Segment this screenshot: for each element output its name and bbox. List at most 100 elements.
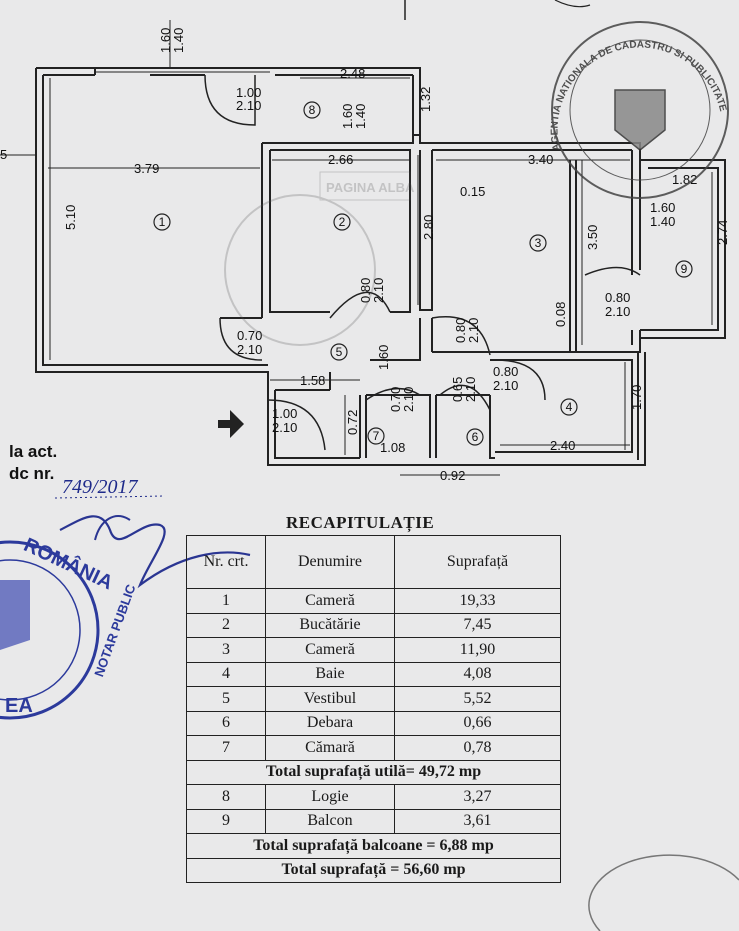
dim-080-d: 0.80 [493,364,518,379]
dim-160-v: 1.60 [376,345,391,370]
recap-title: RECAPITULAȚIE [286,513,435,532]
dim-door-100: 1.00 [236,85,261,100]
room-number-2: 2 [339,215,346,229]
cell-nr: 5 [186,686,266,712]
dim-280: 2.80 [421,215,436,240]
total-utila: Total suprafață utilă= 49,72 mp [186,759,561,785]
dim-132: 1.32 [418,87,433,112]
entrance-arrow-icon [218,410,244,438]
cell-denumire: Debara [265,710,395,736]
dim-240: 2.40 [550,438,575,453]
eagle-emblem-icon [0,580,30,650]
dim-210-c: 2.10 [466,318,481,343]
cell-nr: 9 [186,808,266,834]
total-utila-row: Total suprafață utilă= 49,72 mp [186,759,561,785]
cell-suprafata: 5,52 [394,686,561,712]
cell-nr: 2 [186,612,266,638]
cell-nr: 3 [186,637,266,663]
total-suprafata: Total suprafață = 56,60 mp [186,857,561,883]
dim-210-b: 2.10 [605,304,630,319]
cell-nr: 4 [186,661,266,687]
dim-100-e: 1.00 [272,406,297,421]
total-row: Total suprafață = 56,60 mp [186,857,561,883]
dim-140-top: 1.40 [171,28,186,53]
svg-text:PAGINA ALBA: PAGINA ALBA [326,180,415,195]
cell-denumire: Vestibul [265,686,395,712]
total-balcoane: Total suprafață balcoane = 6,88 mp [186,833,561,859]
cell-nr: 1 [186,588,266,614]
dim-080-c: 0.80 [453,318,468,343]
cell-suprafata: 0,66 [394,710,561,736]
dim-070: 0.70 [237,328,262,343]
dim-510: 5.10 [63,205,78,230]
cell-suprafata: 4,08 [394,661,561,687]
cell-denumire: Cameră [265,588,395,614]
dim-070-s: 0.70 [388,387,403,412]
cell-denumire: Cămară [265,735,395,761]
dim-182: 1.82 [672,172,697,187]
cell-nr: 8 [186,784,266,810]
dim-210-e: 2.10 [272,420,297,435]
dim-door-210: 2.10 [236,98,261,113]
dim-015: 0.15 [460,184,485,199]
handwriting-number: 749/2017 [62,476,139,498]
dim-158: 1.58 [300,373,325,388]
table-header-row: Nr. crt. Denumire Suprafață [186,535,561,589]
dim-170: 1.70 [629,385,644,410]
dim-065: 0.65 [450,377,465,402]
dim-080-b: 0.80 [605,290,630,305]
cell-suprafata: 0,78 [394,735,561,761]
dim-140-r: 1.40 [650,214,675,229]
cell-denumire: Balcon [265,808,395,834]
cell-denumire: Logie [265,784,395,810]
total-balcoane-row: Total suprafață balcoane = 6,88 mp [186,833,561,859]
room-number-6: 6 [472,430,479,444]
dim-210-r1: 2.10 [237,342,262,357]
header-suprafata: Suprafață [394,535,561,589]
coat-of-arms-icon [614,89,666,151]
room-number-1: 1 [159,215,166,229]
cell-suprafata: 7,45 [394,612,561,638]
dim-274: 2.74 [715,220,730,245]
header-nr: Nr. crt. [186,535,266,589]
dim-340: 3.40 [528,152,553,167]
dim-266: 2.66 [328,152,353,167]
cell-suprafata: 11,90 [394,637,561,663]
cell-denumire: Baie [265,661,395,687]
cell-suprafata: 19,33 [394,588,561,614]
dim-248: 2.48 [340,66,365,81]
dim-210-d: 2.10 [493,378,518,393]
room-number-5: 5 [336,345,343,359]
dim-092: 0.92 [440,468,465,483]
room-number-9: 9 [681,262,688,276]
handwriting-dc-nr: dc nr. [9,464,54,483]
room-number-8: 8 [309,103,316,117]
dim-379: 3.79 [134,161,159,176]
dim-160-mid: 1.60 [340,104,355,129]
cell-nr: 7 [186,735,266,761]
pagina-alba-stamp: PAGINA ALBA [224,171,415,346]
cell-denumire: Cameră [265,637,395,663]
dim-108: 1.08 [380,440,405,455]
cell-denumire: Bucătărie [265,612,395,638]
svg-text:EA: EA [5,695,33,717]
room-number-7: 7 [373,429,380,443]
room-number-3: 3 [535,236,542,250]
header-denumire: Denumire [265,535,395,589]
handwriting-la-act: la act. [9,442,57,461]
dim-left-5: 5 [0,147,7,162]
cell-nr: 6 [186,710,266,736]
dim-210-k: 2.10 [371,278,386,303]
dim-210-s: 2.10 [401,387,416,412]
dim-080-k: 0.80 [358,278,373,303]
